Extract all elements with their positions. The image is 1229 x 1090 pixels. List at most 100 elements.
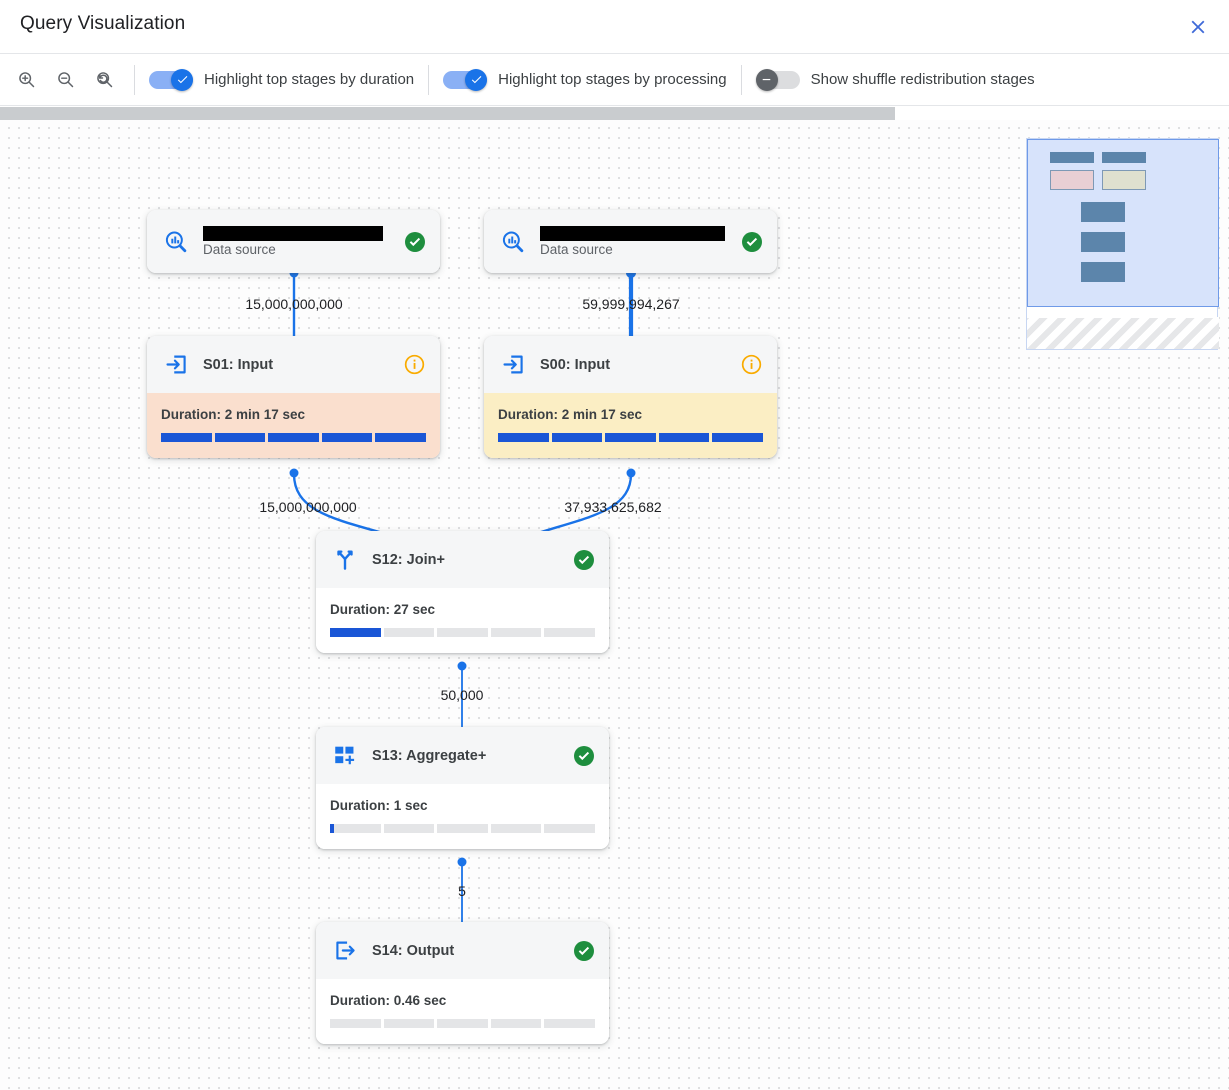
node-header: Data source — [484, 210, 777, 273]
minimap-node-processing-highlight — [1102, 170, 1146, 190]
progress-segment — [268, 433, 319, 442]
zoom-in-icon — [18, 72, 34, 88]
minimap-node-duration-highlight — [1050, 170, 1094, 190]
data-source-label: Data source — [203, 242, 276, 257]
switch-knob — [465, 68, 488, 91]
progress-segment — [321, 433, 373, 442]
edge-endpoint — [457, 857, 467, 867]
node-body: Duration: 2 min 17 sec — [147, 393, 440, 458]
edge-label: 50,000 — [440, 687, 484, 703]
join-merge-icon — [330, 545, 360, 575]
node-body: Duration: 27 sec — [316, 588, 609, 653]
toggle-highlight-duration[interactable]: Highlight top stages by duration — [149, 68, 414, 91]
duration-label: Duration: 0.46 sec — [330, 993, 447, 1008]
toggle-show-shuffle[interactable]: Show shuffle redistribution stages — [755, 68, 1035, 91]
progress-bar — [498, 433, 763, 442]
zoom-reset-icon — [96, 72, 112, 88]
toggle-switch-duration[interactable] — [149, 68, 193, 91]
duration-label: Duration: 2 min 17 sec — [498, 407, 643, 422]
data-source-label: Data source — [540, 242, 613, 257]
toggle-switch-shuffle[interactable] — [755, 68, 800, 91]
edge-label: 5 — [458, 883, 466, 899]
node-title: S00: Input — [540, 356, 611, 373]
node-stage-s12[interactable]: S12: Join+ Duration: 27 sec — [316, 531, 609, 653]
toolbar-divider-3 — [740, 64, 742, 95]
status-badge-info[interactable] — [403, 353, 427, 377]
progress-segment — [161, 433, 212, 442]
toggle-switch-processing[interactable] — [443, 68, 488, 91]
toolbar: Highlight top stages by duration Highlig… — [0, 53, 1229, 106]
progress-segment — [214, 433, 266, 442]
aggregate-plus-icon — [330, 741, 360, 771]
toolbar-divider-2 — [428, 64, 430, 95]
node-header: S12: Join+ — [316, 531, 609, 588]
node-header: S00: Input — [484, 336, 777, 393]
switch-knob — [171, 68, 193, 91]
node-stage-s01[interactable]: S01: Input Duration: 2 min 17 sec — [147, 336, 440, 458]
minimap-node — [1102, 152, 1146, 163]
status-badge-info[interactable] — [740, 353, 764, 377]
page-title: Query Visualization — [20, 13, 186, 34]
progress-bar — [330, 824, 595, 833]
check-icon — [471, 76, 482, 84]
edge-label: 37,933,625,682 — [564, 499, 662, 515]
minimap-viewport[interactable] — [1027, 139, 1219, 307]
edge-label: 15,000,000,000 — [259, 499, 357, 515]
status-badge-success — [572, 744, 596, 768]
toggle-label-processing: Highlight top stages by processing — [498, 71, 727, 88]
duration-label: Duration: 2 min 17 sec — [161, 407, 306, 422]
progress-segment — [383, 1019, 435, 1028]
close-button[interactable] — [1181, 10, 1215, 44]
progress-segment — [437, 628, 488, 637]
horizontal-scrollbar-thumb[interactable] — [0, 107, 895, 120]
node-stage-s13[interactable]: S13: Aggregate+ Duration: 1 sec — [316, 727, 609, 849]
edge-endpoint — [626, 468, 636, 478]
duration-label: Duration: 1 sec — [330, 798, 428, 813]
progress-segment — [330, 628, 381, 637]
output-arrow-icon — [330, 936, 360, 966]
zoom-out-icon — [57, 72, 73, 88]
zoom-controls — [0, 64, 120, 96]
node-stage-s00[interactable]: S00: Input Duration: 2 min 17 sec — [484, 336, 777, 458]
input-arrow-icon — [161, 350, 191, 380]
window-titlebar: Query Visualization — [0, 0, 1229, 53]
minimap-node — [1050, 152, 1094, 163]
progress-segment — [383, 628, 435, 637]
zoom-in-button[interactable] — [10, 64, 42, 96]
node-header: S01: Input — [147, 336, 440, 393]
progress-segment — [330, 1019, 381, 1028]
progress-bar — [330, 1019, 595, 1028]
node-stage-s14[interactable]: S14: Output Duration: 0.46 sec — [316, 922, 609, 1044]
graph-minimap[interactable] — [1026, 138, 1219, 350]
progress-segment — [658, 433, 710, 442]
node-body: Duration: 1 sec — [316, 784, 609, 849]
zoom-reset-button[interactable] — [88, 64, 120, 96]
node-title: S14: Output — [372, 942, 455, 959]
zoom-out-button[interactable] — [49, 64, 81, 96]
toolbar-divider-1 — [134, 64, 135, 95]
minus-icon — [762, 78, 771, 81]
minimap-node — [1081, 232, 1125, 252]
edge-label: 15,000,000,000 — [245, 296, 343, 312]
progress-segment — [330, 824, 381, 833]
check-icon — [177, 76, 187, 84]
progress-bar — [161, 433, 426, 442]
node-header: S14: Output — [316, 922, 609, 979]
toggle-label-shuffle: Show shuffle redistribution stages — [810, 71, 1035, 88]
edge-label: 59,999,994,267 — [582, 296, 680, 312]
progress-segment — [498, 433, 549, 442]
redacted-name-bar — [203, 226, 383, 241]
minimap-node — [1081, 202, 1125, 222]
node-body: Duration: 0.46 sec — [316, 979, 609, 1044]
node-data-source-right[interactable]: Data source — [484, 210, 777, 273]
node-header: S13: Aggregate+ — [316, 727, 609, 784]
node-body: Duration: 2 min 17 sec — [484, 393, 777, 458]
graph-canvas[interactable]: 15,000,000,000 59,999,994,267 15,000,000… — [0, 120, 1229, 1090]
toggle-highlight-processing[interactable]: Highlight top stages by processing — [443, 68, 727, 91]
data-source-name: Data source — [540, 226, 728, 257]
node-data-source-left[interactable]: Data source — [147, 210, 440, 273]
close-icon — [1191, 20, 1205, 34]
node-title: S12: Join+ — [372, 551, 445, 568]
progress-segment — [544, 628, 595, 637]
node-header: Data source — [147, 210, 440, 273]
